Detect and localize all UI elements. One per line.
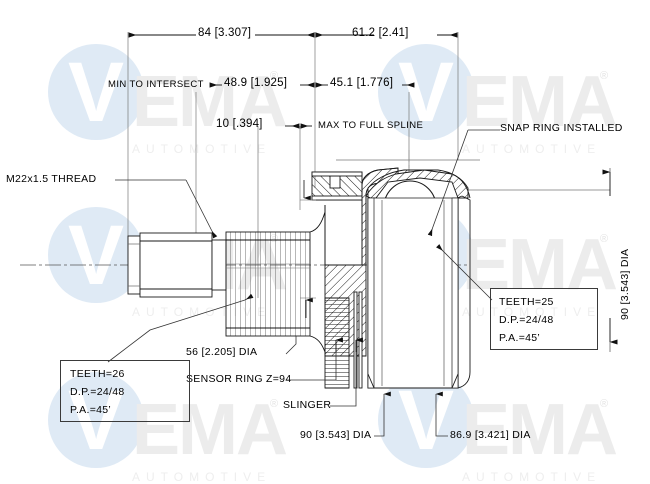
spline-right-teeth: TEETH=25 [499,296,554,308]
spline-callout-right: TEETH=25 D.P.=24/48 P.A.=45’ [490,288,598,350]
boot-groove-flange [311,171,363,201]
dim-body-dia-right: 86.9 [3.421] DIA [450,429,531,441]
dim-max-to-full-spline: 45.1 [1.776] [330,77,394,89]
spline-right-pa: P.A.=45’ [499,332,541,344]
dim-overall-left: 84 [3.307] [198,27,252,39]
dim-shaft-diameter: 56 [2.205] DIA [186,346,258,358]
dim-vertical-diameter: 90 [3.543] DIA [619,248,631,320]
spline-left-teeth: TEETH=26 [70,368,125,380]
housing-top-cap [367,169,469,199]
label-snap-ring-installed: SNAP RING INSTALLED [500,122,623,134]
label-min-to-intersect: MIN TO INTERSECT [108,79,204,90]
spline-right-dp: D.P.=24/48 [499,314,554,326]
spline-left-pa: P.A.=45’ [70,404,112,416]
label-m22-thread: M22x1.5 THREAD [6,173,97,185]
sensor-ring [324,297,350,389]
housing-body [367,197,459,389]
dim-shoulder: 10 [.394] [216,118,263,130]
label-sensor-ring: SENSOR RING Z=94 [186,373,292,385]
dim-body-dia-left: 90 [3.543] DIA [300,429,372,441]
sensor-ring-ticks [300,297,316,318]
threaded-stub [127,232,213,298]
label-max-to-full-spline: MAX TO FULL SPLINE [318,120,424,131]
dim-min-to-intersect: 48.9 [1.925] [224,77,288,89]
shaft-to-body-fillet [309,205,326,356]
dim-overall-right: 61.2 [2.41] [352,27,409,39]
flange-ticks [300,180,316,201]
stub-neck [211,239,227,291]
label-slinger: SLINGER [283,399,332,411]
spline-left-dp: D.P.=24/48 [70,386,125,398]
housing-skirt [457,195,471,389]
bottom-tick-arrows [335,337,363,352]
spline-callout-left: TEETH=26 D.P.=24/48 P.A.=45’ [60,360,190,422]
splined-shaft [225,231,311,337]
